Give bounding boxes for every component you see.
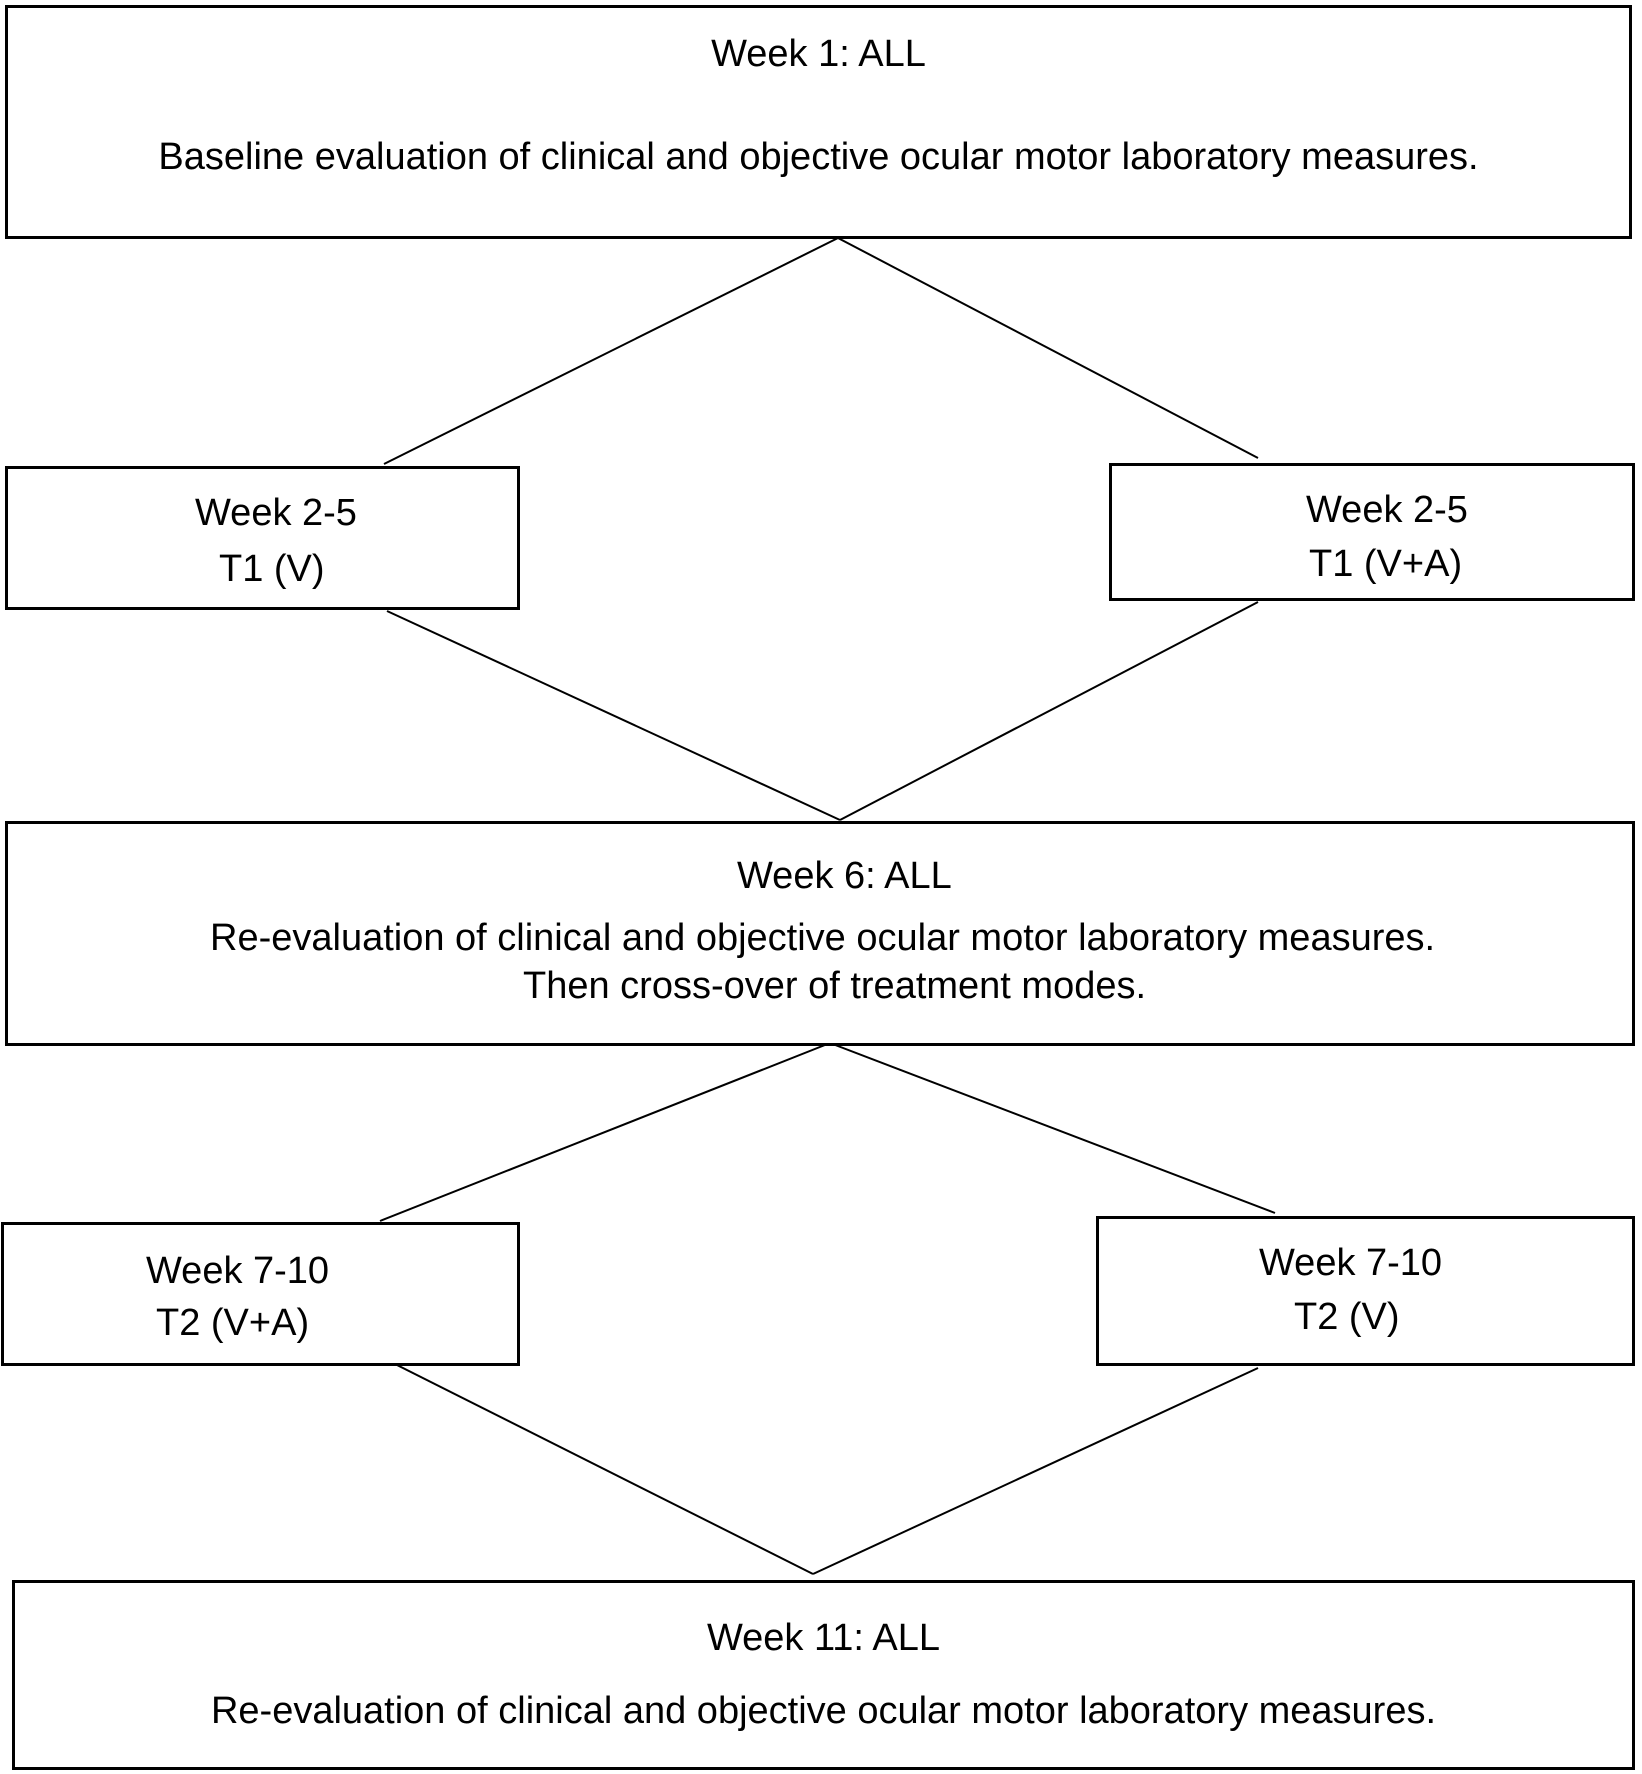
t1-left-box: Week 2-5 T1 (V) [5,466,520,610]
connector-t1-right-to-week6 [839,601,1259,821]
t2-left-period: Week 7-10 [146,1250,330,1292]
t2-right-period: Week 7-10 [1259,1242,1443,1284]
connector-week6-to-t2-right [829,1042,1276,1214]
t1-right-treatment: T1 (V+A) [1309,543,1463,585]
t2-right-treatment: T2 (V) [1294,1296,1400,1338]
week1-box: Week 1: ALL Baseline evaluation of clini… [5,5,1632,239]
t1-right-period: Week 2-5 [1306,489,1468,531]
connector-t1-left-to-week6 [386,610,841,821]
connector-t2-left-to-week11 [392,1362,814,1575]
connector-week6-to-t2-left [379,1042,831,1222]
connector-week1-to-t1-left [383,237,839,465]
t2-left-treatment: T2 (V+A) [156,1302,310,1344]
connector-t2-right-to-week11 [812,1367,1259,1575]
week6-description: Re-evaluation of clinical and objective … [210,917,1436,959]
t1-right-box: Week 2-5 T1 (V+A) [1109,463,1635,601]
week6-box: Week 6: ALL Re-evaluation of clinical an… [5,821,1635,1046]
week1-description: Baseline evaluation of clinical and obje… [158,136,1479,178]
week6-title: Week 6: ALL [737,855,952,897]
week6-note: Then cross-over of treatment modes. [523,965,1147,1007]
week11-description: Re-evaluation of clinical and objective … [210,1690,1437,1732]
t1-left-period: Week 2-5 [195,492,357,534]
t2-right-box: Week 7-10 T2 (V) [1096,1216,1635,1366]
connector-week1-to-t1-right [837,237,1259,459]
week11-title: Week 11: ALL [706,1617,941,1659]
t1-left-treatment: T1 (V) [219,548,325,590]
week1-title: Week 1: ALL [711,33,926,75]
t2-left-box: Week 7-10 T2 (V+A) [1,1222,520,1366]
week11-box: Week 11: ALL Re-evaluation of clinical a… [12,1580,1635,1770]
